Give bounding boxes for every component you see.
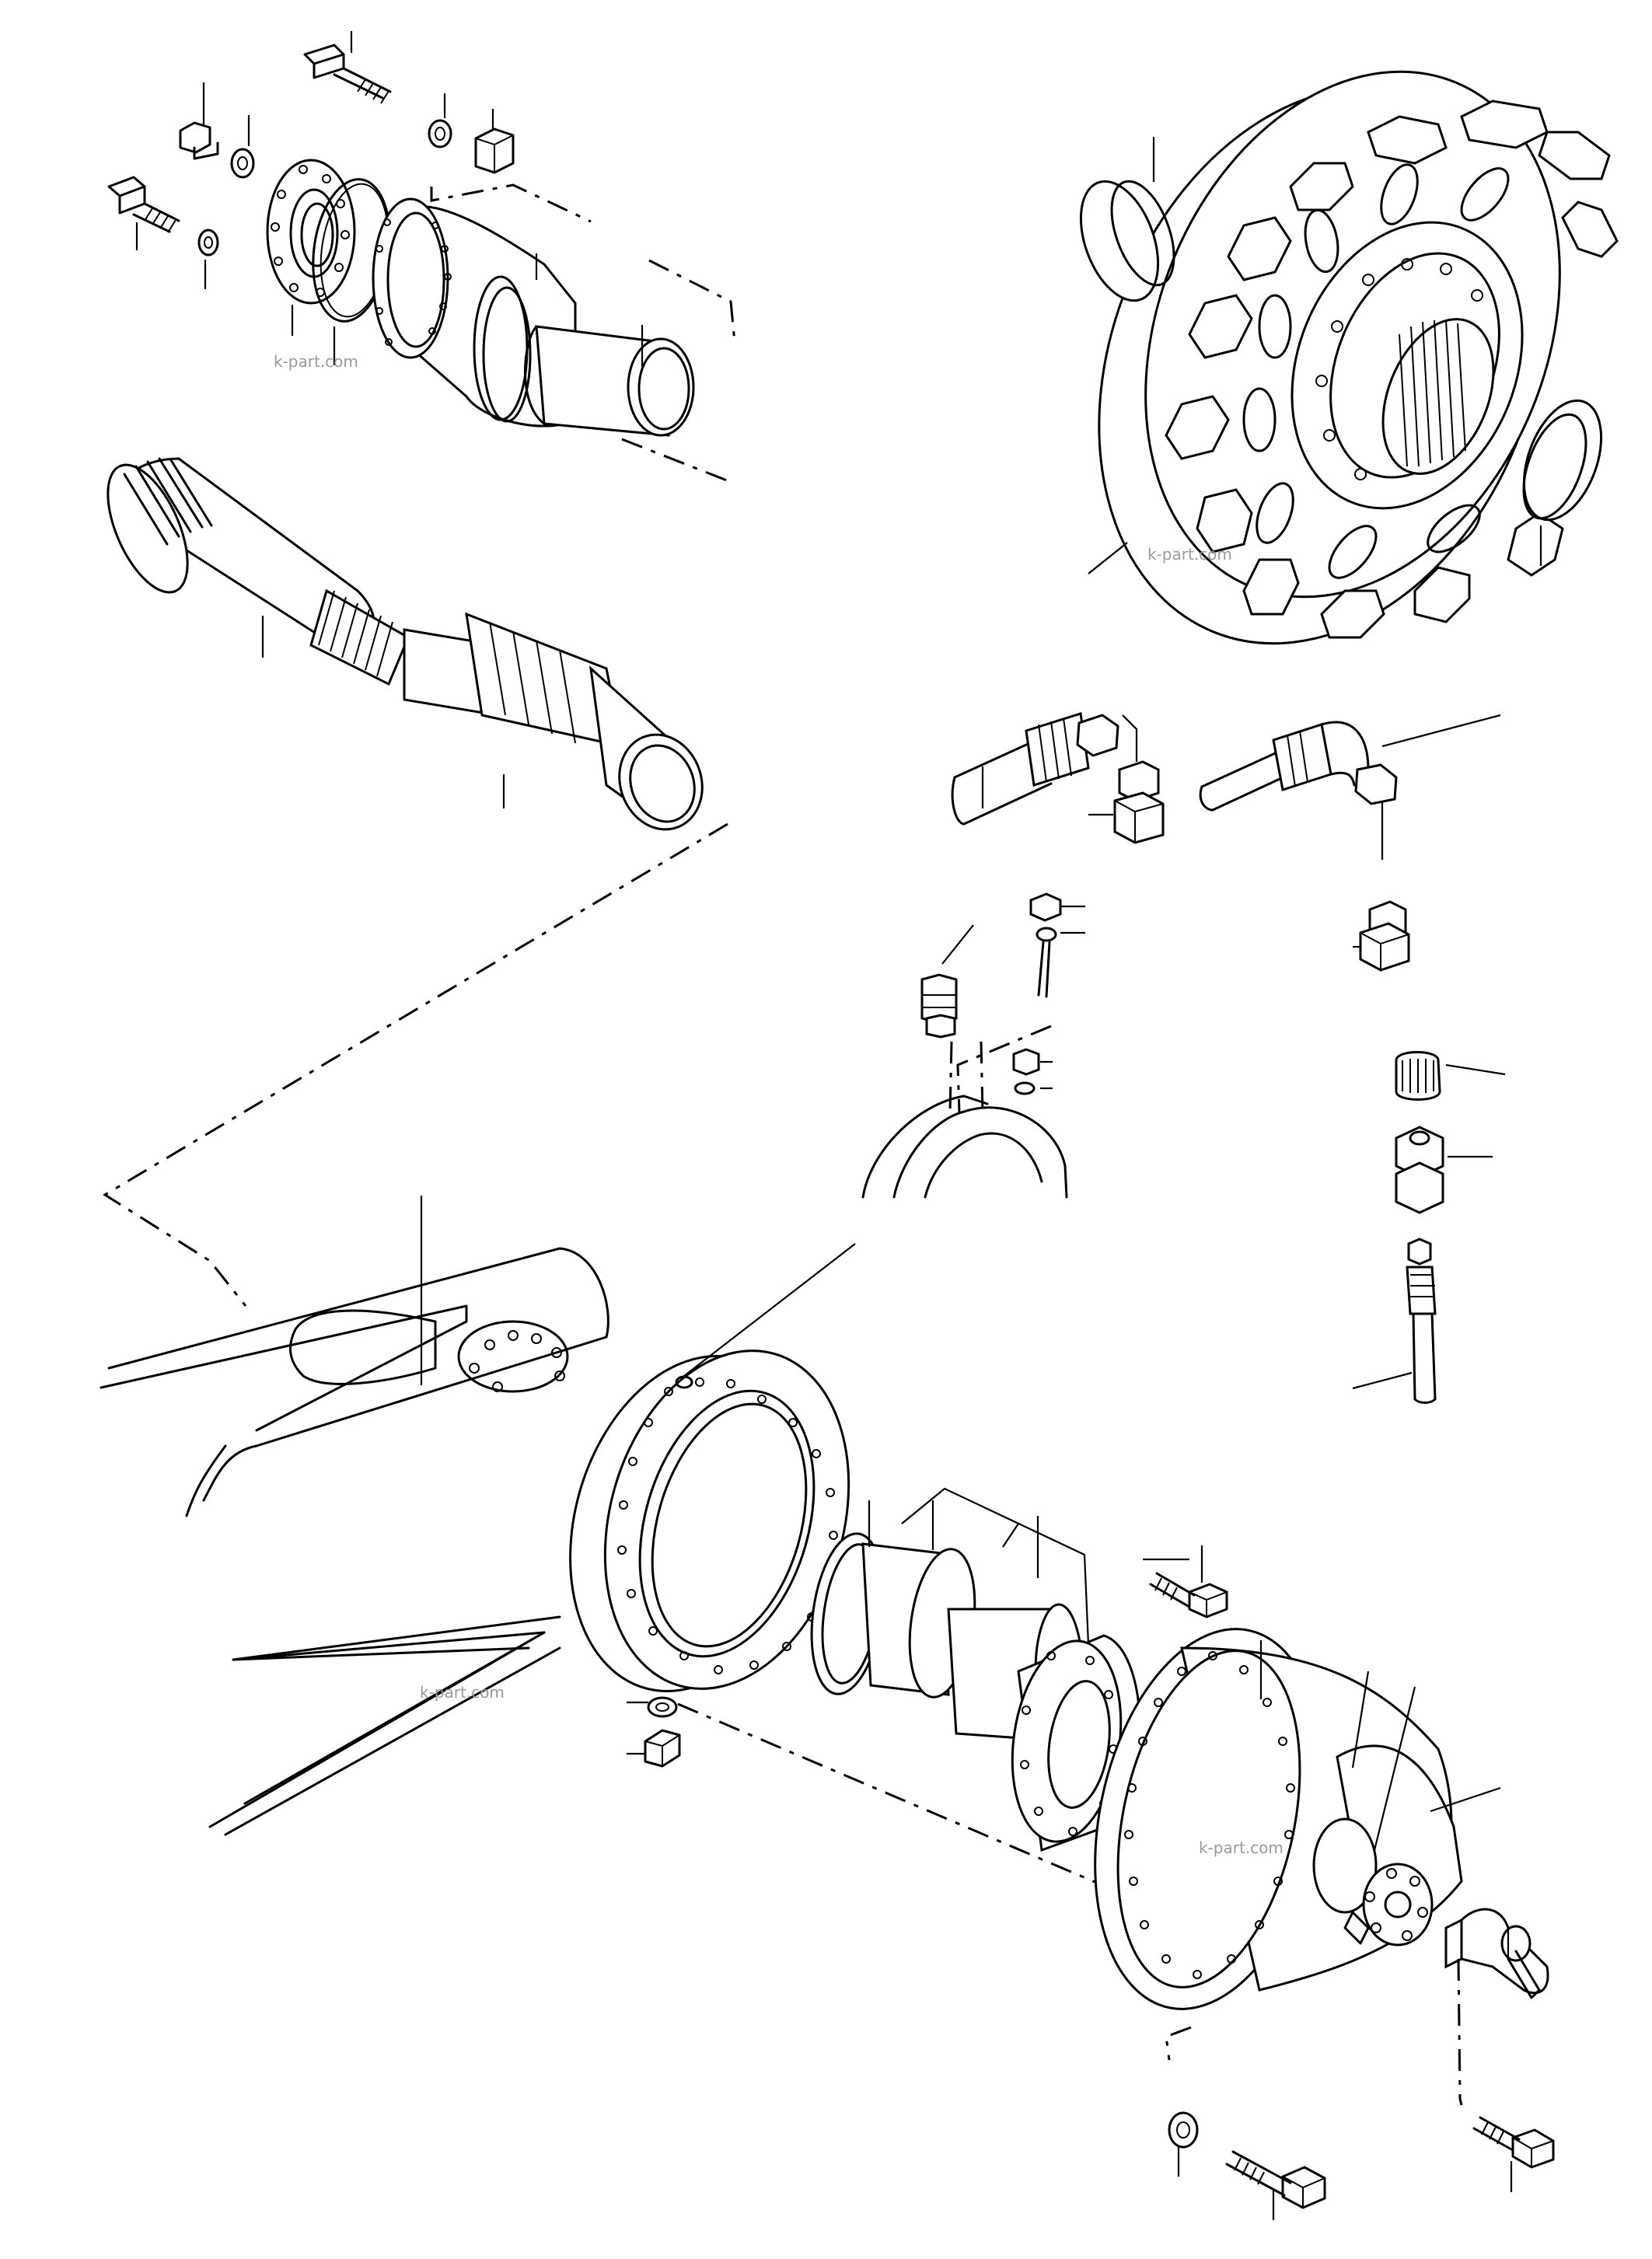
watermark-3: k-part.com bbox=[420, 1683, 505, 1702]
hub-bolt-holes bbox=[1124, 1651, 1295, 1979]
sprocket-teeth bbox=[1165, 100, 1619, 639]
axle-arm bbox=[100, 1247, 609, 1836]
washer-top bbox=[428, 119, 452, 148]
planetary-hub bbox=[1094, 1628, 1463, 2010]
carrier-ring bbox=[569, 1349, 850, 1692]
nut-top bbox=[474, 127, 515, 174]
small-plug bbox=[1012, 1048, 1040, 1095]
ring-nut bbox=[644, 1729, 681, 1768]
union-nut bbox=[1395, 1126, 1444, 1214]
seal-ring-bottom bbox=[1522, 399, 1603, 522]
hose-end bbox=[1406, 1238, 1437, 1404]
bolt-left bbox=[107, 176, 180, 233]
seal-ring-top bbox=[1079, 180, 1175, 302]
fitting-nipple-1 bbox=[1113, 760, 1165, 844]
housing-arc bbox=[861, 1095, 1068, 1199]
bearing-sleeve bbox=[482, 286, 695, 437]
hub-housing bbox=[372, 197, 577, 428]
hub-bolt bbox=[1149, 1572, 1228, 1618]
bolt-bottom-right bbox=[1472, 2116, 1555, 2169]
splined-shaft bbox=[107, 457, 704, 831]
plug-screw bbox=[179, 121, 219, 160]
washer-bottom bbox=[1168, 2111, 1199, 2149]
bolt-top bbox=[303, 44, 392, 104]
shaft-cap bbox=[1444, 1908, 1549, 1999]
hose-left bbox=[951, 712, 1119, 826]
bolt-bottom bbox=[1225, 2150, 1326, 2209]
hose-right bbox=[1199, 721, 1398, 812]
watermark-4: k-part.com bbox=[1199, 1838, 1284, 1857]
grease-nipple bbox=[920, 973, 958, 1039]
flange-cover bbox=[266, 159, 356, 305]
washer-left bbox=[230, 148, 255, 179]
sprocket-windows bbox=[1242, 163, 1510, 579]
washer-small-left bbox=[197, 229, 219, 257]
ring-washer bbox=[647, 1696, 678, 1718]
watermark-1: k-part.com bbox=[274, 352, 358, 371]
watermark-2: k-part.com bbox=[1147, 545, 1232, 564]
sprocket-hub bbox=[1098, 70, 1619, 645]
breather-plug bbox=[1029, 892, 1062, 998]
dust-cap bbox=[1395, 1051, 1441, 1101]
fitting-nipple-2 bbox=[1359, 900, 1410, 972]
